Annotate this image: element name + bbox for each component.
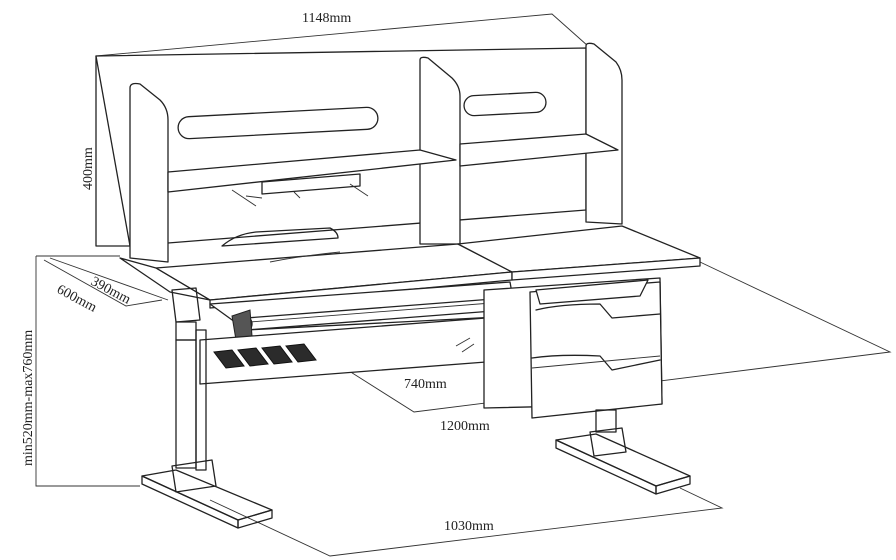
right-leg-column: [595, 409, 617, 433]
hutch-shelf-left: [167, 149, 457, 193]
right-base-foot-edge: [555, 439, 657, 495]
left-leg-foot-joint: [171, 459, 217, 493]
dimension-line-base-width: [209, 487, 724, 557]
label-height-range: min520mm-max760mm: [21, 330, 36, 466]
hutch-right-panel: [585, 42, 623, 225]
dimension-line-height-range: [35, 256, 140, 487]
dimension-line-depth-small: [43, 259, 163, 307]
label-desk-depth: 740mm: [404, 377, 447, 392]
cabinet-drawer-1[interactable]: [535, 303, 661, 319]
pen-groove: [269, 251, 341, 263]
left-leg-column: [175, 339, 197, 469]
drawer-side-bracket: [231, 309, 253, 341]
left-base-foot-tip: [237, 509, 273, 529]
right-base-foot-tip: [655, 475, 691, 495]
keyboard-drawer: [209, 281, 519, 341]
left-base-foot: [141, 469, 273, 521]
cabinet-drawer-2[interactable]: [531, 354, 661, 371]
left-leg-top-bracket: [171, 287, 201, 323]
crossbar-mark: [455, 337, 475, 353]
cabinet-top-tray: [535, 279, 649, 305]
label-desk-width: 1200mm: [440, 419, 490, 434]
hutch-back-notch: [221, 227, 339, 247]
hutch-slot-right: [463, 91, 547, 117]
left-base-foot-edge: [141, 475, 239, 529]
desktop-right-board-edge: [511, 257, 701, 281]
label-shelf-height: 400mm: [81, 147, 96, 190]
right-leg-foot-joint: [589, 427, 627, 457]
hutch-slot-left: [177, 106, 379, 140]
hutch: [95, 42, 623, 263]
cabinet-drawer-line: [531, 355, 661, 369]
left-leg-collar: [175, 321, 197, 341]
hutch-left-panel: [129, 82, 169, 263]
drawer-rail-line: [249, 301, 505, 323]
label-base-width: 1030mm: [444, 519, 494, 534]
right-leg: [555, 409, 691, 495]
dimension-line-top-width: [95, 13, 589, 57]
lamp-bar: [261, 173, 361, 195]
left-leg: [141, 287, 273, 529]
crossbar: [199, 317, 487, 385]
left-leg-column-side: [195, 329, 207, 471]
label-top-width: 1148mm: [302, 11, 351, 26]
hutch-middle-divider: [419, 56, 461, 245]
crossbar-vents: [213, 343, 317, 369]
cabinet: [483, 277, 663, 419]
desktop-left-side: [119, 257, 211, 301]
lamp-bracket: [231, 183, 369, 207]
dimension-line-depth-inner: [49, 257, 169, 301]
hutch-shelf-right: [459, 133, 619, 167]
